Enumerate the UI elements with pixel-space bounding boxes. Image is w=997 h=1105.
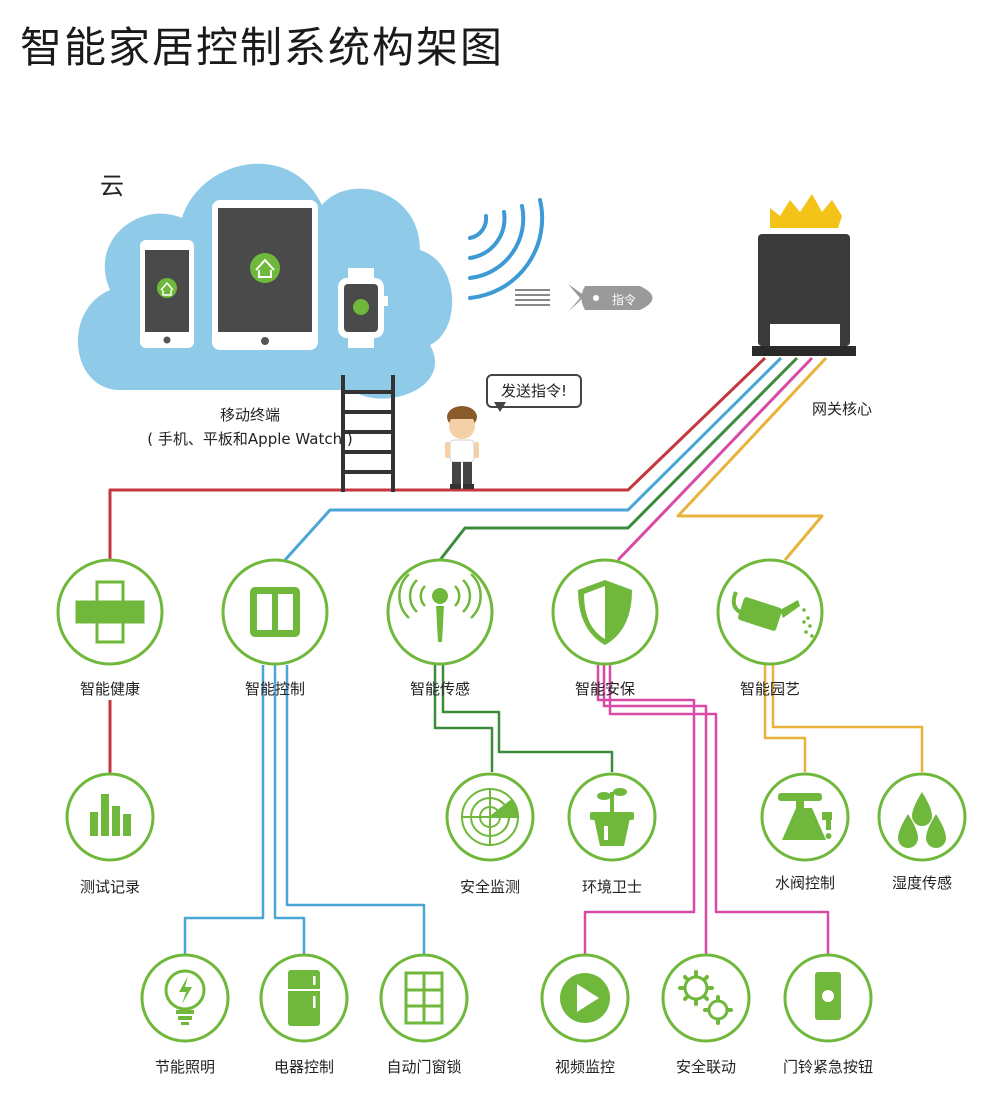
crown-icon bbox=[770, 194, 842, 228]
rocket-icon bbox=[515, 284, 653, 312]
cross-icon bbox=[75, 580, 145, 644]
subitem-label-doorbell: 门铃紧急按钮 bbox=[782, 1058, 874, 1076]
radar-icon bbox=[461, 788, 520, 846]
node-security[interactable] bbox=[551, 558, 659, 666]
tablet-icon bbox=[212, 200, 318, 350]
person-icon bbox=[445, 406, 479, 489]
line-magenta-linkage bbox=[602, 665, 708, 958]
gateway-box bbox=[752, 194, 856, 356]
window-icon bbox=[404, 971, 444, 1025]
devices-label: 移动终端 bbox=[219, 406, 281, 424]
devices-sublabel: ( 手机、平板和Apple Watch ) bbox=[147, 430, 353, 448]
subitem-label-env-guard: 环境卫士 bbox=[581, 878, 643, 896]
node-appliance[interactable] bbox=[259, 953, 349, 1043]
antenna-icon bbox=[398, 573, 482, 642]
node-env-guard[interactable] bbox=[567, 772, 657, 862]
ladder bbox=[341, 375, 395, 492]
droplets-icon bbox=[898, 792, 946, 848]
line-magenta-video bbox=[583, 665, 696, 958]
node-humidity[interactable] bbox=[877, 772, 967, 862]
node-lighting[interactable] bbox=[140, 953, 230, 1043]
subitem-label-video: 视频监控 bbox=[554, 1058, 616, 1076]
faucet-icon bbox=[778, 793, 832, 840]
gateway-label: 网关核心 bbox=[811, 400, 873, 418]
line-blue-lighting bbox=[183, 665, 265, 958]
node-test-record[interactable] bbox=[65, 772, 155, 862]
line-blue-control bbox=[283, 356, 783, 562]
line-orange-humidity bbox=[771, 665, 924, 772]
watch-icon bbox=[338, 268, 388, 348]
subitem-label-safety-monitor: 安全监测 bbox=[459, 878, 521, 896]
line-red-health bbox=[108, 356, 767, 560]
watering-can-icon bbox=[731, 591, 814, 638]
category-label-health: 智能健康 bbox=[79, 680, 141, 698]
cloud bbox=[77, 163, 453, 492]
line-magenta-doorbell bbox=[608, 665, 830, 958]
subitem-label-humidity: 湿度传感 bbox=[891, 874, 953, 892]
bulb-icon bbox=[164, 969, 206, 1025]
node-health[interactable] bbox=[56, 558, 164, 666]
page-title: 智能家居控制系统构架图 bbox=[20, 23, 505, 72]
subitem-label-water-valve: 水阀控制 bbox=[774, 874, 836, 892]
subitem-label-window-lock: 自动门窗锁 bbox=[386, 1058, 462, 1076]
category-label-sensor: 智能传感 bbox=[409, 680, 471, 698]
line-green-env bbox=[441, 665, 614, 772]
subitem-label-test-record: 测试记录 bbox=[79, 878, 141, 896]
category-label-garden: 智能园艺 bbox=[739, 680, 801, 698]
bar-chart-icon bbox=[90, 794, 131, 836]
category-label-security: 智能安保 bbox=[574, 680, 636, 698]
line-magenta-security bbox=[616, 356, 814, 562]
line-orange-garden bbox=[676, 356, 828, 561]
category-label-control: 智能控制 bbox=[244, 680, 306, 698]
node-safety-monitor[interactable] bbox=[445, 772, 535, 862]
speech-bubble-tail bbox=[494, 402, 506, 412]
play-icon bbox=[560, 973, 610, 1023]
connection-lines bbox=[108, 356, 924, 958]
plant-pot-icon bbox=[590, 788, 634, 846]
subitem-label-linkage: 安全联动 bbox=[675, 1058, 737, 1076]
node-sensor[interactable] bbox=[386, 558, 494, 666]
category-nodes bbox=[56, 558, 824, 666]
cloud-label: 云 bbox=[100, 172, 124, 200]
line-blue-appliance bbox=[273, 665, 306, 958]
line-orange-valve bbox=[763, 665, 807, 772]
wifi-signal-icon bbox=[468, 198, 545, 300]
subitem-label-lighting: 节能照明 bbox=[154, 1058, 216, 1076]
speech-bubble: 发送指令! bbox=[486, 374, 582, 408]
subitem-label-appliance: 电器控制 bbox=[273, 1058, 335, 1076]
line-green-sensor bbox=[438, 356, 799, 561]
switch-icon bbox=[250, 587, 300, 637]
node-control[interactable] bbox=[221, 558, 329, 666]
line-green-monitor bbox=[433, 665, 494, 772]
gears-icon bbox=[678, 970, 733, 1025]
node-garden[interactable] bbox=[716, 558, 824, 666]
doorbell-icon bbox=[815, 972, 841, 1020]
node-window-lock[interactable] bbox=[379, 953, 469, 1043]
node-video[interactable] bbox=[540, 953, 630, 1043]
node-water-valve[interactable] bbox=[760, 772, 850, 862]
phone-icon bbox=[140, 240, 194, 348]
node-doorbell[interactable] bbox=[783, 953, 873, 1043]
shield-icon bbox=[578, 580, 632, 645]
line-blue-window bbox=[285, 665, 426, 958]
node-linkage[interactable] bbox=[661, 953, 751, 1043]
subitem-nodes bbox=[65, 772, 967, 1043]
rocket-label: 指令 bbox=[612, 293, 637, 307]
fridge-icon bbox=[288, 970, 320, 1026]
